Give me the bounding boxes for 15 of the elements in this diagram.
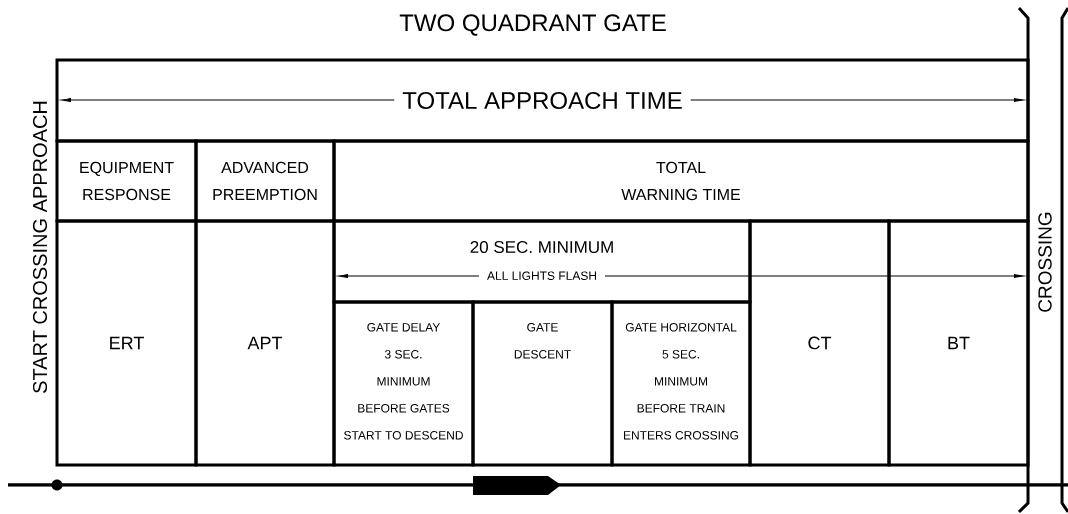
table-cell: BT bbox=[887, 219, 1030, 467]
table-cell: ERT bbox=[55, 219, 198, 467]
axis-label: START CROSSING APPROACH bbox=[32, 101, 48, 393]
table-cell: GATE HORIZONTAL 5 SEC. MINIMUM BEFORE TRAIN ENTERS CROSSING bbox=[610, 300, 752, 467]
table-cell: GATE DELAY 3 SEC. MINIMUM BEFORE GATES START TO DESCEND bbox=[332, 300, 475, 467]
table-cell: TOTAL WARNING TIME bbox=[332, 139, 1030, 223]
table-cell: TOTAL APPROACH TIME bbox=[55, 58, 1030, 143]
table-cell: EQUIPMENT RESPONSE bbox=[55, 139, 198, 223]
table-cell: ADVANCED PREEMPTION bbox=[194, 139, 336, 223]
table-cell: APT bbox=[194, 219, 336, 467]
axis-label: CROSSING bbox=[1038, 212, 1052, 312]
table-cell: 20 SEC. MINIMUM ALL LIGHTS FLASH bbox=[332, 219, 752, 304]
table-cell: CT bbox=[748, 219, 891, 467]
table-cell: GATE DESCENT bbox=[471, 300, 614, 467]
title: TWO QUADRANT GATE bbox=[399, 14, 666, 36]
